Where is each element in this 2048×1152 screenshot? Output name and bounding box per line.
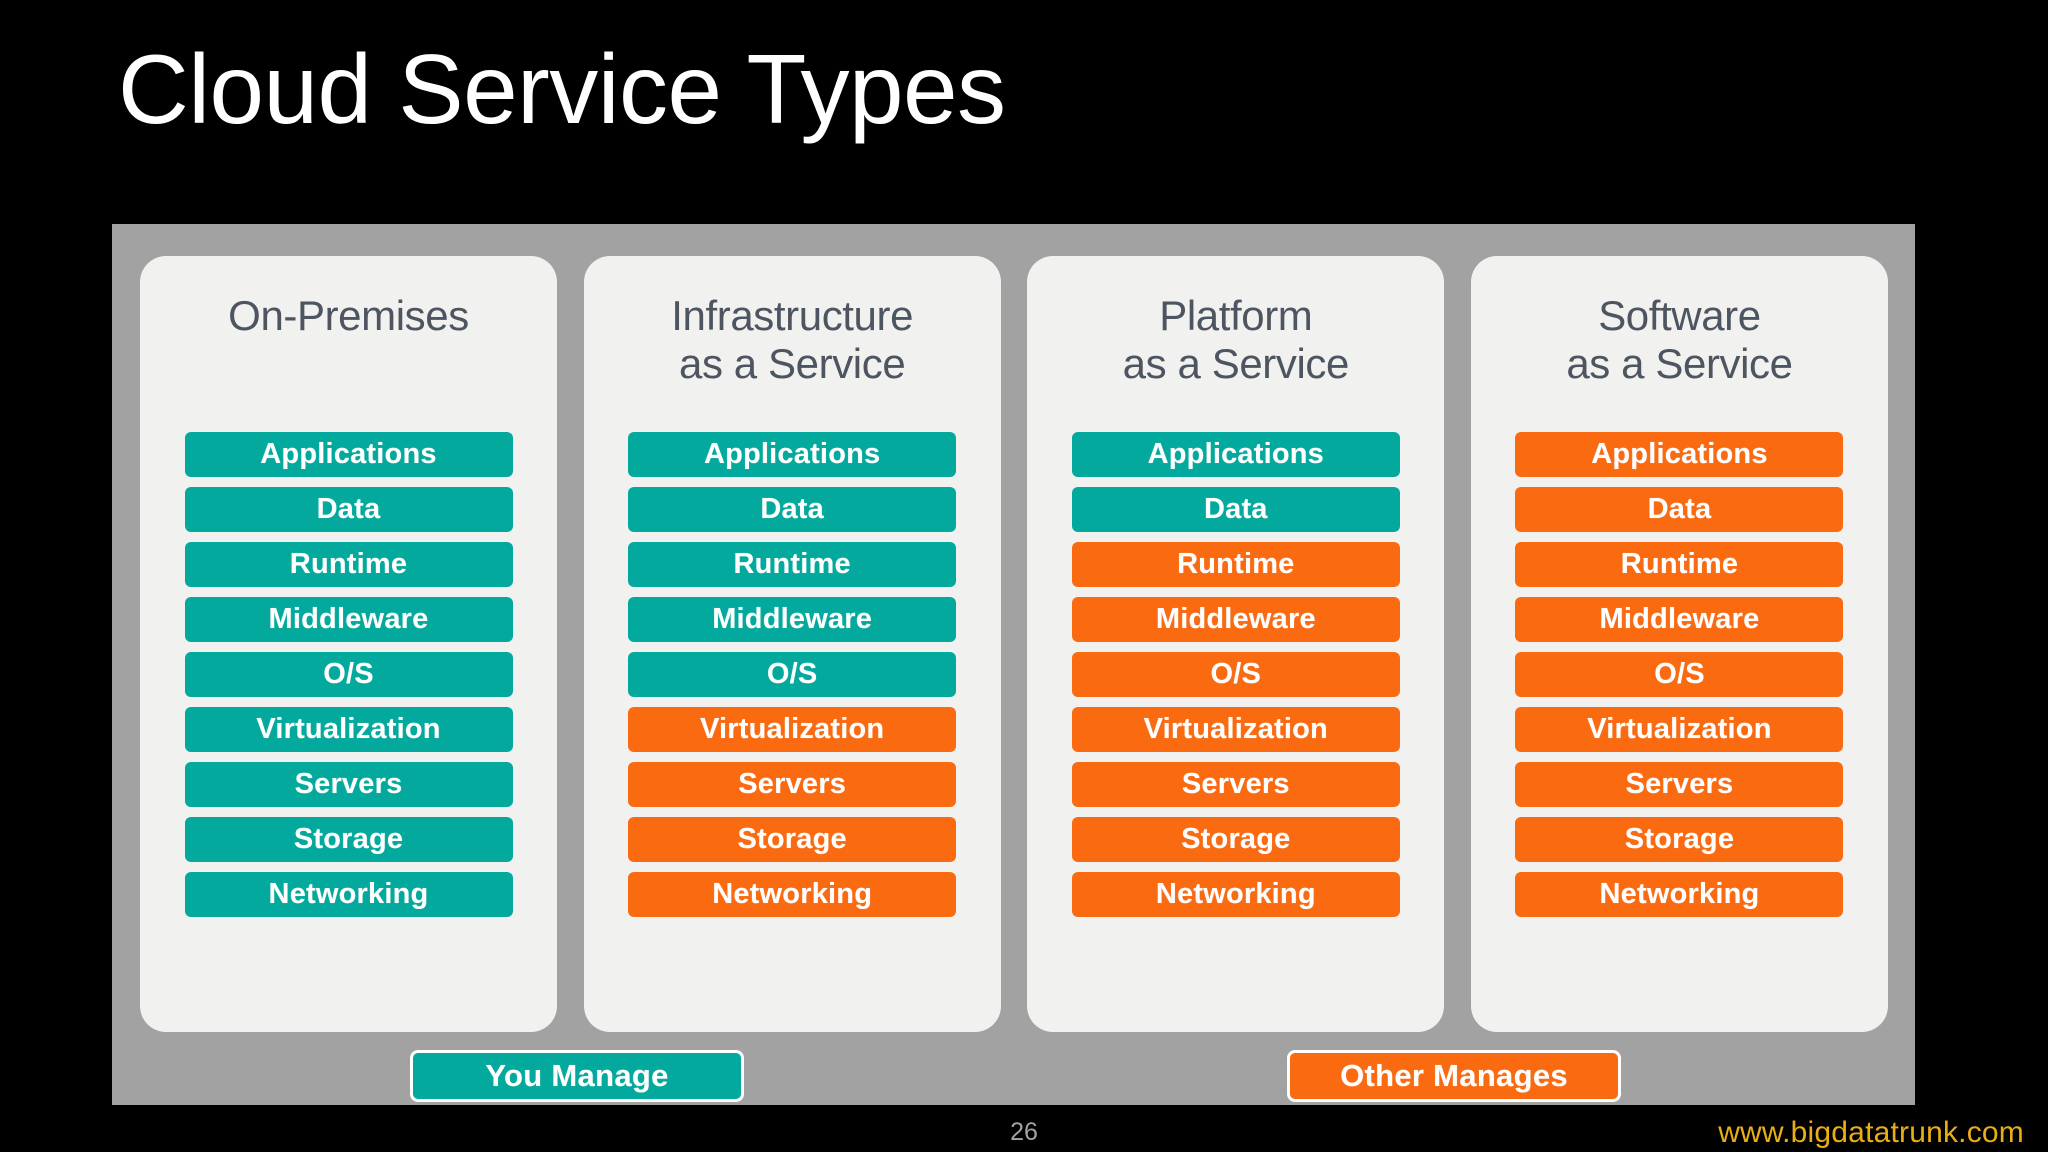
service-column-title-line: as a Service — [678, 339, 906, 387]
service-column-title-line: On-Premises — [228, 292, 469, 339]
layer-storage[interactable]: Storage — [184, 817, 513, 862]
legend: You Manage Other Manages — [112, 1050, 1915, 1106]
page-number: 26 — [1010, 1118, 1038, 1146]
service-column-title-line: as a Service — [1122, 339, 1350, 387]
layer-virtualization[interactable]: Virtualization — [1515, 707, 1844, 752]
layer-data[interactable]: Data — [184, 487, 513, 532]
layer-servers[interactable]: Servers — [1515, 762, 1844, 807]
service-column-title-line: Software — [1598, 292, 1761, 339]
layer-networking[interactable]: Networking — [1071, 872, 1400, 917]
layer-networking[interactable]: Networking — [1515, 872, 1844, 917]
layer-applications[interactable]: Applications — [184, 432, 513, 477]
layer-data[interactable]: Data — [1515, 487, 1844, 532]
layer-applications[interactable]: Applications — [628, 432, 957, 477]
layer-servers[interactable]: Servers — [184, 762, 513, 807]
layer-networking[interactable]: Networking — [628, 872, 957, 917]
layer-virtualization[interactable]: Virtualization — [184, 707, 513, 752]
layer-storage[interactable]: Storage — [628, 817, 957, 862]
layer-virtualization[interactable]: Virtualization — [1071, 707, 1400, 752]
layer-middleware[interactable]: Middleware — [1515, 597, 1844, 642]
service-column-title-line: Platform — [1159, 292, 1313, 339]
layer-middleware[interactable]: Middleware — [184, 597, 513, 642]
service-column-title-line: Infrastructure — [671, 292, 914, 339]
layer-middleware[interactable]: Middleware — [1071, 597, 1400, 642]
layer-o-s[interactable]: O/S — [1515, 652, 1844, 697]
layer-o-s[interactable]: O/S — [628, 652, 957, 697]
layer-runtime[interactable]: Runtime — [628, 542, 957, 587]
service-column-title-line: as a Service — [1566, 339, 1793, 387]
layer-data[interactable]: Data — [628, 487, 957, 532]
layer-runtime[interactable]: Runtime — [1071, 542, 1400, 587]
layer-virtualization[interactable]: Virtualization — [628, 707, 957, 752]
layer-data[interactable]: Data — [1071, 487, 1400, 532]
service-column-title: On-Premises — [228, 292, 469, 396]
layer-runtime[interactable]: Runtime — [184, 542, 513, 587]
layer-storage[interactable]: Storage — [1071, 817, 1400, 862]
layer-o-s[interactable]: O/S — [184, 652, 513, 697]
layer-middleware[interactable]: Middleware — [628, 597, 957, 642]
layer-o-s[interactable]: O/S — [1071, 652, 1400, 697]
legend-you-manage[interactable]: You Manage — [410, 1050, 744, 1102]
website-url[interactable]: www.bigdatatrunk.com — [1718, 1116, 2024, 1149]
layer-networking[interactable]: Networking — [184, 872, 513, 917]
layer-storage[interactable]: Storage — [1515, 817, 1844, 862]
legend-other-manages[interactable]: Other Manages — [1287, 1050, 1621, 1102]
layer-servers[interactable]: Servers — [1071, 762, 1400, 807]
page-title: Cloud Service Types — [118, 34, 1006, 144]
layer-applications[interactable]: Applications — [1515, 432, 1844, 477]
layer-runtime[interactable]: Runtime — [1515, 542, 1844, 587]
layer-servers[interactable]: Servers — [628, 762, 957, 807]
layer-applications[interactable]: Applications — [1071, 432, 1400, 477]
